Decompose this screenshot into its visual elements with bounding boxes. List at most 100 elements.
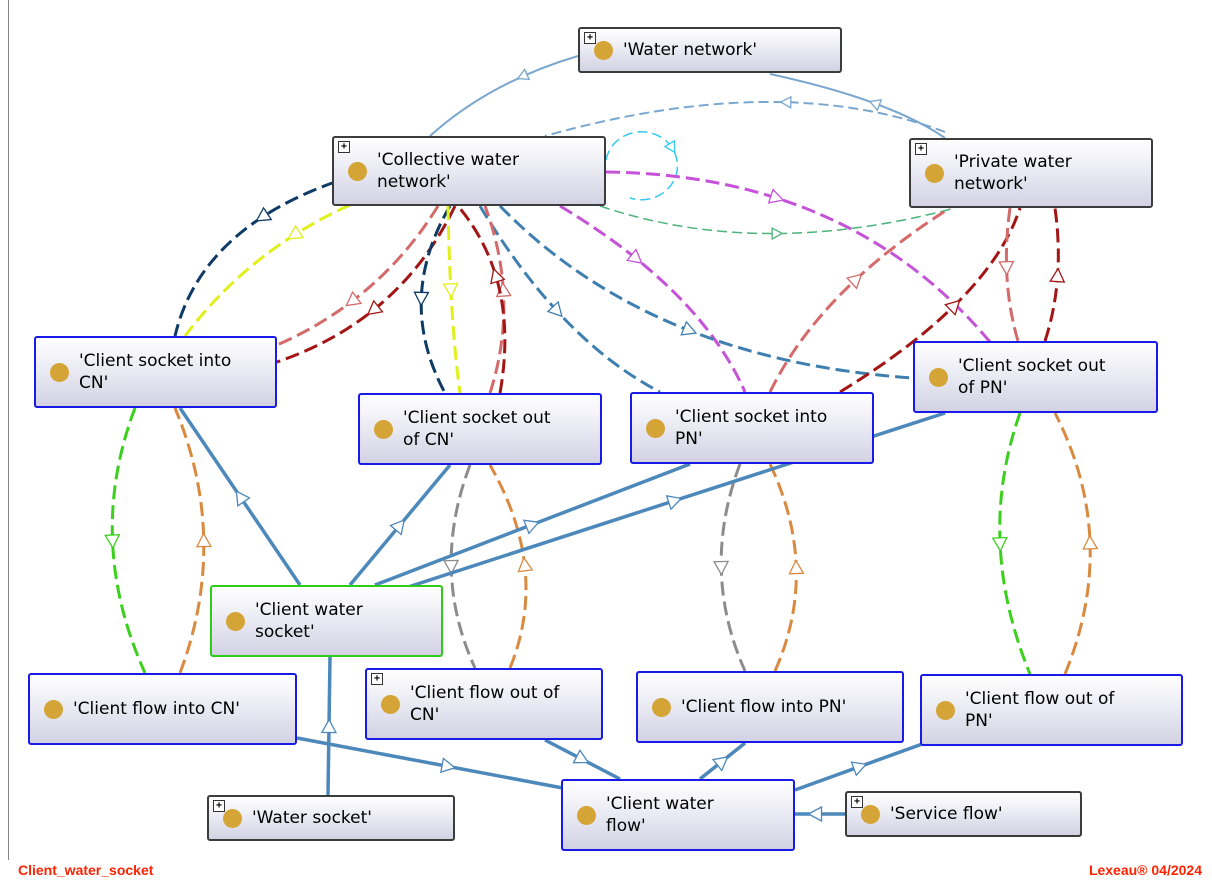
edge-cws-sopn-arrowhead xyxy=(665,495,683,511)
edge-fcn-cwf-arrowhead xyxy=(439,757,457,774)
expand-icon[interactable]: + xyxy=(338,141,350,153)
edge-cwn-socn-yellow-arrowhead xyxy=(442,282,459,299)
node-client-flow-out-of-cn[interactable]: + 'Client flow out of CN' xyxy=(365,668,603,740)
edge-fipn-cwf-arrowhead xyxy=(711,756,729,772)
node-label: 'Client socket out of PN' xyxy=(958,356,1106,398)
diagram-name-label: Client_water_socket xyxy=(18,862,154,878)
edge-pwn-to-cwn-dashed[interactable] xyxy=(544,100,946,137)
node-client-flow-out-of-pn[interactable]: 'Client flow out of PN' xyxy=(920,674,1183,746)
edge-socn-focn-gray-arrowhead xyxy=(442,559,460,575)
edge-cwn-self-loop[interactable] xyxy=(605,131,679,201)
edge-fopn-cwf-arrowhead xyxy=(850,761,868,777)
edge-cwn-socn-yellow[interactable] xyxy=(446,205,462,394)
node-label: 'Water socket' xyxy=(252,808,372,828)
node-client-socket-out-of-pn[interactable]: 'Client socket out of PN' xyxy=(913,341,1158,413)
edge-fcn-sicn-orange-arrowhead xyxy=(195,532,212,548)
edge-cws-sipn-arrowhead xyxy=(522,519,540,535)
node-private-water-network[interactable]: + 'Private water network' xyxy=(909,138,1153,208)
edge-pwn-to-wn-arrowhead xyxy=(868,99,883,112)
edge-sopn-fopn-green-arrowhead xyxy=(991,536,1008,553)
copyright-label: Lexeau® 04/2024 xyxy=(1088,862,1202,878)
edge-cwn-sicn-navy[interactable] xyxy=(173,180,336,337)
edge-cwn-self-loop-arrowhead xyxy=(663,139,676,154)
edge-cwn-sicn-darkred[interactable] xyxy=(276,205,457,364)
edge-cwn-sipn-blue[interactable] xyxy=(478,205,661,394)
edge-cwn-sicn-darkred-arrowhead xyxy=(366,299,384,316)
edge-fopn-sopn-orange-arrowhead xyxy=(1082,534,1099,550)
node-collective-water-network[interactable]: + 'Collective water network' xyxy=(332,136,606,206)
edge-sipn-fipn-gray-arrowhead xyxy=(712,560,730,576)
edge-socn-cwn-salmon[interactable] xyxy=(483,205,506,394)
edge-cws-socn-arrowhead xyxy=(389,518,406,536)
class-dot-icon xyxy=(652,697,671,717)
expand-icon[interactable]: + xyxy=(915,143,927,155)
edge-sipn-pwn-salmon[interactable] xyxy=(768,206,951,393)
edge-cwn-pwn-purple[interactable] xyxy=(605,170,992,343)
class-dot-icon xyxy=(374,419,393,439)
edge-cwn-sopn-blue-arrowhead xyxy=(680,320,698,336)
edge-cwn-sicn-yellow-arrowhead xyxy=(287,224,305,240)
node-label: 'Client water socket' xyxy=(255,600,363,642)
edge-socn-cwn-darkred-arrowhead xyxy=(490,267,506,285)
node-label: 'Client flow out of CN' xyxy=(410,683,560,725)
class-dot-icon xyxy=(646,418,665,438)
edge-cwn-sipn-purple-arrowhead xyxy=(626,248,643,264)
edge-sopn-pwn-darkred-arrowhead xyxy=(944,299,961,316)
edge-cwn-sopn-blue[interactable] xyxy=(498,204,914,380)
expand-icon[interactable]: + xyxy=(213,800,225,812)
node-water-network[interactable]: + 'Water network' xyxy=(578,27,842,73)
edge-cwn-sicn-yellow[interactable] xyxy=(183,203,351,337)
node-label: 'Client socket into PN' xyxy=(675,407,828,449)
edge-ws-cws-arrowhead xyxy=(320,718,337,734)
node-water-socket[interactable]: + 'Water socket' xyxy=(207,795,455,841)
expand-icon[interactable]: + xyxy=(584,32,596,44)
node-label: 'Service flow' xyxy=(890,804,1003,824)
node-client-water-socket[interactable]: 'Client water socket' xyxy=(210,585,443,657)
class-dot-icon xyxy=(348,161,367,181)
node-client-socket-out-of-cn[interactable]: 'Client socket out of CN' xyxy=(358,393,602,465)
edge-pwn-to-wn[interactable] xyxy=(769,73,946,139)
node-label: 'Private water network' xyxy=(954,152,1072,194)
edge-socn-cwn-darkred[interactable] xyxy=(456,205,507,394)
edge-cwn-sipn-purple[interactable] xyxy=(559,204,747,393)
class-dot-icon xyxy=(226,611,245,631)
edge-cwn-pwn-mint[interactable] xyxy=(599,205,956,235)
edge-cwn-socn-navy[interactable] xyxy=(419,205,452,394)
class-dot-icon xyxy=(594,40,613,60)
edge-fopn-sopn-orange[interactable] xyxy=(1053,412,1092,675)
edge-cwn-socn-navy-arrowhead xyxy=(413,291,430,307)
edge-cwn-sicn-salmon[interactable] xyxy=(276,205,440,347)
expand-icon[interactable]: + xyxy=(371,673,383,685)
node-service-flow[interactable]: + 'Service flow' xyxy=(845,791,1082,837)
class-dot-icon xyxy=(223,808,242,828)
node-client-socket-into-cn[interactable]: 'Client socket into CN' xyxy=(34,336,277,408)
edge-fipn-sipn-orange-arrowhead xyxy=(788,559,805,575)
edge-pwn-to-cwn-dashed-arrowhead xyxy=(779,95,792,109)
edge-cwn-to-wn[interactable] xyxy=(429,55,579,137)
edge-sicn-fcn-green[interactable] xyxy=(110,407,147,674)
node-label: 'Client flow into PN' xyxy=(681,697,847,717)
node-label: 'Client socket out of CN' xyxy=(403,408,551,450)
class-dot-icon xyxy=(381,694,400,714)
expand-icon[interactable]: + xyxy=(851,796,863,808)
class-dot-icon xyxy=(936,700,955,720)
edge-cwn-pwn-mint-arrowhead xyxy=(771,226,784,241)
node-label: 'Client flow out of PN' xyxy=(965,689,1115,731)
class-dot-icon xyxy=(929,367,948,387)
edge-pwn-sopn-salmon[interactable] xyxy=(1004,207,1020,342)
node-label: 'Client flow into CN' xyxy=(73,699,240,719)
node-label: 'Water network' xyxy=(623,40,758,60)
node-client-water-flow[interactable]: 'Client water flow' xyxy=(561,779,795,851)
edge-cwn-pwn-purple-arrowhead xyxy=(767,188,785,204)
edge-focn-socn-orange-arrowhead xyxy=(517,556,534,573)
class-dot-icon xyxy=(925,163,944,183)
node-client-flow-into-cn[interactable]: 'Client flow into CN' xyxy=(28,673,297,745)
node-client-flow-into-pn[interactable]: 'Client flow into PN' xyxy=(636,671,904,743)
edge-sopn-pwn-darkred2-arrowhead xyxy=(1049,267,1066,283)
node-client-socket-into-pn[interactable]: 'Client socket into PN' xyxy=(630,392,874,464)
edge-sf-cwf-arrowhead xyxy=(807,805,823,823)
edge-cwn-sicn-salmon-arrowhead xyxy=(345,290,363,307)
node-label: 'Collective water network' xyxy=(377,150,519,192)
node-label: 'Client socket into CN' xyxy=(79,351,232,393)
